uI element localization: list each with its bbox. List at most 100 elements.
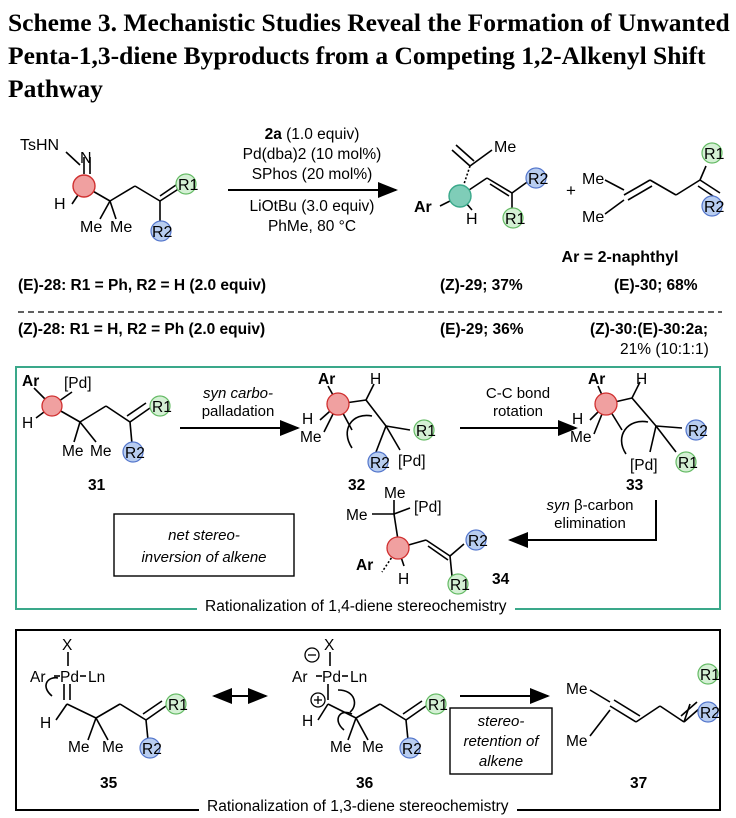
svg-text:PhMe, 80 °C: PhMe, 80 °C — [268, 218, 356, 235]
svg-text:Me: Me — [346, 507, 368, 524]
svg-text:R1: R1 — [178, 177, 199, 194]
svg-text:R1: R1 — [152, 399, 172, 416]
svg-text:(E)-29; 36%: (E)-29; 36% — [440, 321, 524, 338]
stereoretention-note-box — [449, 707, 553, 775]
substrate-28-labels: TsHN N H Me Me R1 R2 — [20, 137, 199, 241]
compound-32-labels: Ar H H Me R1 R2 [Pd] 32 — [300, 371, 436, 494]
svg-text:[Pd]: [Pd] — [630, 457, 658, 474]
scheme-title: Scheme 3. Mechanistic Studies Reveal the… — [8, 8, 730, 103]
svg-text:Ar: Ar — [356, 557, 373, 574]
svg-text:Ar: Ar — [22, 373, 39, 390]
compound-37-labels: Me Me R1 R2 37 — [566, 667, 720, 792]
stereoinversion-note-box — [113, 513, 295, 577]
svg-text:2a (1.0 equiv): 2a (1.0 equiv) — [265, 126, 360, 143]
svg-text:R2: R2 — [688, 423, 708, 440]
stereocenter-highlight — [448, 184, 472, 208]
svg-text:R1: R1 — [168, 697, 188, 714]
svg-text:Me: Me — [90, 443, 112, 460]
svg-text:Me: Me — [300, 429, 322, 446]
svg-text:alkene: alkene — [479, 753, 523, 770]
svg-text:H: H — [302, 411, 313, 428]
negative-charge — [304, 647, 320, 663]
svg-text:Ar: Ar — [30, 669, 46, 686]
svg-text:Me: Me — [384, 485, 406, 502]
svg-text:R1: R1 — [678, 455, 698, 472]
svg-text:Ln: Ln — [350, 669, 367, 686]
r2-highlight — [367, 451, 389, 473]
svg-text:R1: R1 — [450, 577, 470, 594]
svg-text:31: 31 — [88, 477, 106, 494]
svg-text:R2: R2 — [704, 199, 725, 216]
svg-text:[Pd]: [Pd] — [414, 499, 442, 516]
svg-text:elimination: elimination — [554, 515, 626, 532]
r1-highlight — [697, 663, 719, 685]
svg-text:net stereo-: net stereo- — [168, 527, 240, 544]
r2-highlight — [465, 529, 487, 551]
r2-highlight — [685, 419, 707, 441]
compound-35 — [45, 652, 167, 741]
svg-text:inversion of alkene: inversion of alkene — [141, 549, 266, 566]
r2-highlight — [150, 220, 172, 242]
svg-text:Me: Me — [582, 171, 604, 188]
r1-highlight — [447, 573, 469, 595]
svg-text:(E)-30; 68%: (E)-30; 68% — [614, 277, 698, 294]
positive-charge — [310, 692, 326, 708]
r2-highlight — [701, 195, 723, 217]
svg-text:R2: R2 — [402, 741, 422, 758]
svg-text:32: 32 — [348, 477, 365, 494]
svg-text:stereo-: stereo- — [478, 713, 525, 730]
svg-text:R2: R2 — [700, 705, 720, 722]
svg-text:Me: Me — [62, 443, 84, 460]
r1-highlight — [165, 693, 187, 715]
svg-text:palladation: palladation — [202, 403, 275, 420]
svg-text:R2: R2 — [528, 171, 549, 188]
svg-text:Me: Me — [110, 219, 132, 236]
r2-highlight — [697, 701, 719, 723]
svg-text:R2: R2 — [370, 455, 390, 472]
r1-highlight — [175, 173, 197, 195]
svg-text:H: H — [40, 715, 51, 732]
r1-highlight — [701, 142, 723, 164]
svg-text:(Z)-28: R1 = H, R2 = Ph (2.0 e: (Z)-28: R1 = H, R2 = Ph (2.0 equiv) — [18, 321, 265, 338]
svg-text:(Z)-29; 37%: (Z)-29; 37% — [440, 277, 523, 294]
svg-text:36: 36 — [356, 775, 374, 792]
r2-highlight — [399, 737, 421, 759]
compound-36-labels: X Ar Pd Ln H Me Me R1 R2 36 — [292, 637, 448, 792]
carbon-highlight — [41, 395, 63, 417]
svg-text:Me: Me — [570, 429, 592, 446]
svg-text:35: 35 — [100, 775, 118, 792]
svg-text:R2: R2 — [152, 224, 173, 241]
stereoretention-note: stereo- retention of alkene — [463, 713, 540, 770]
compound-36 — [316, 652, 427, 741]
svg-text:H: H — [636, 371, 647, 388]
svg-text:[Pd]: [Pd] — [64, 375, 92, 392]
svg-text:H: H — [370, 371, 381, 388]
svg-text:33: 33 — [626, 477, 644, 494]
plus-sign: + — [566, 181, 576, 200]
r1-highlight — [502, 207, 524, 229]
arrow-2-label: C-C bond rotation — [486, 385, 550, 420]
svg-text:N: N — [80, 150, 92, 167]
r1-highlight — [675, 451, 697, 473]
ar-definition: Ar = 2-naphthyl — [562, 249, 679, 266]
results-rows: (E)-28: R1 = Ph, R2 = H (2.0 equiv) (Z)-… — [18, 277, 709, 358]
svg-text:Ln: Ln — [88, 669, 105, 686]
svg-text:syn β-carbon: syn β-carbon — [547, 497, 634, 514]
compound-35-labels: X Ar Pd Ln H Me Me R1 R2 35 — [30, 637, 188, 792]
svg-text:H: H — [54, 196, 66, 213]
compound-34-labels: Me Me [Pd] Ar H R2 R1 34 — [346, 485, 510, 594]
svg-text:Ar: Ar — [414, 199, 432, 216]
svg-text:21% (10:1:1): 21% (10:1:1) — [620, 341, 709, 358]
carbon-highlight — [326, 392, 350, 416]
r1-highlight — [413, 419, 435, 441]
svg-text:H: H — [302, 713, 313, 730]
svg-text:37: 37 — [630, 775, 647, 792]
svg-text:Ar: Ar — [588, 371, 605, 388]
svg-text:R1: R1 — [505, 211, 526, 228]
svg-text:34: 34 — [492, 571, 510, 588]
reaction-conditions: 2a (1.0 equiv) Pd(dba)2 (10 mol%) SPhos … — [243, 126, 382, 235]
r2-highlight — [139, 737, 161, 759]
stereoinversion-note: net stereo- inversion of alkene — [141, 527, 266, 566]
svg-text:X: X — [324, 637, 335, 654]
svg-text:Me: Me — [582, 209, 604, 226]
